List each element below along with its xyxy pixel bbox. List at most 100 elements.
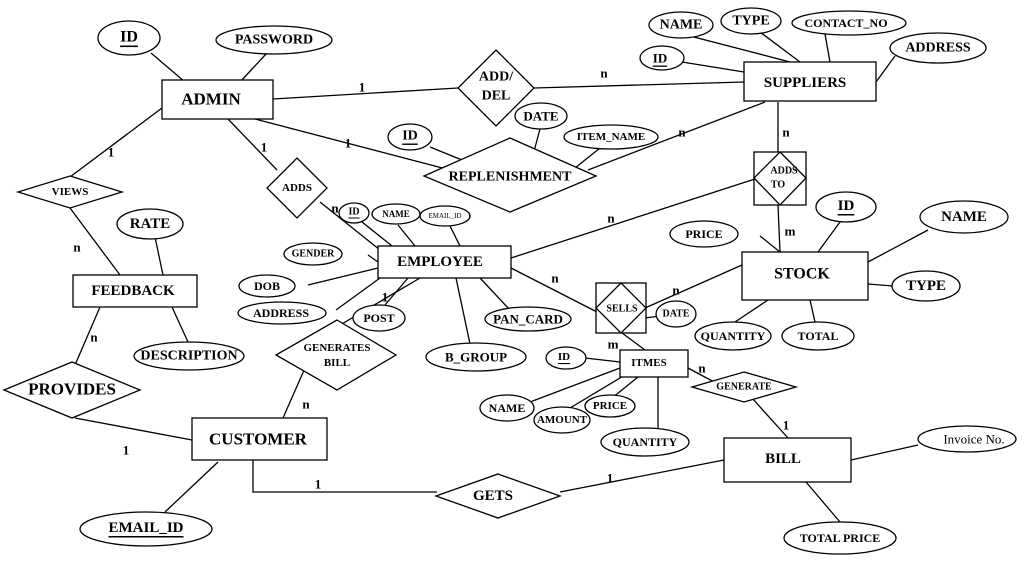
entity-customer: CUSTOMER [191,417,328,461]
line-sup-type [759,31,801,63]
entity-customer-label: CUSTOMER [209,430,308,449]
line-fb-description [171,306,189,343]
line-emp-email [449,225,461,247]
card-cust-gets: 1 [315,477,322,492]
attribute-emp-address: ADDRESS [237,301,327,325]
attribute-sup-id: ID [639,45,685,71]
relationship-sells: SELLS [595,282,647,334]
cardinality-labels: 1 n 1 n 1 n 1 n n m n n n m 1 n n 1 n 1 … [73,66,795,492]
relationship-add-del-label-2: DEL [482,89,511,104]
line-item-amount [569,374,626,409]
card-itmes-generate: n [698,361,706,376]
attribute-admin-id-label: ID [120,29,138,46]
attribute-emp-name: NAME [371,203,421,225]
line-item-id [584,357,621,363]
card-adddel-sup: n [600,66,608,81]
attribute-sup-name-label: NAME [660,18,703,33]
line-admin-adds [227,118,278,171]
card-genbill-cust: n [302,397,310,412]
attribute-bill-invoice-label: Invoice No. [943,432,1004,447]
card-fb-provides: n [90,330,98,345]
line-stock-total [809,299,816,323]
attribute-item-amount: AMOUNT [533,406,591,434]
relationship-adds-label: ADDS [282,182,312,194]
attribute-item-price-label: PRICE [593,400,627,412]
line-sup-id [681,61,745,73]
attribute-emp-post: POST [352,304,406,332]
attribute-fb-rate-label: RATE [130,216,171,232]
attribute-stock-type: TYPE [891,270,961,302]
relationship-provides: PROVIDES [2,361,142,419]
relationship-replenishment: REPLENISHMENT [422,137,598,213]
attribute-sup-address: ADDRESS [889,32,987,64]
card-sells-stock: n [672,283,680,298]
attribute-rep-item-name-label: ITEM_NAME [577,131,645,143]
attribute-emp-id-label: ID [348,207,359,218]
line-emp-genbill [334,277,421,329]
attribute-emp-address-label: ADDRESS [253,306,309,320]
line-cust-email [164,461,219,513]
line-emp-id [361,221,393,247]
line-gets-bill [559,459,725,493]
attribute-sup-contact-label: CONTACT_NO [804,16,887,30]
relationship-views-label: VIEWS [52,186,89,198]
attribute-rep-item-name: ITEM_NAME [563,124,659,150]
line-sells-stock [644,264,743,309]
line-stock-name [867,229,929,263]
relationship-views: VIEWS [15,175,125,209]
line-stock-price [759,235,781,253]
line-fb-rate [154,236,164,276]
attribute-item-price: PRICE [584,394,636,418]
line-admin-replenishment [254,118,451,171]
card-sells-itmes: m [608,337,619,352]
card-admin-views: 1 [108,145,115,160]
attribute-sup-name: NAME [648,11,714,39]
attribute-admin-password-label: PASSWORD [235,33,313,48]
entity-admin: ADMIN [161,79,274,120]
attribute-cust-email-label: EMAIL_ID [108,520,183,536]
attribute-sup-id-label: ID [653,51,667,66]
attribute-fb-description: DESCRIPTION [133,341,245,371]
attribute-bill-total: TOTAL PRICE [783,521,897,555]
line-admin-password [239,52,268,83]
line-sup-name [689,35,791,63]
relationship-generate: GENERATE [689,371,799,403]
line-sells-itmes [621,332,646,351]
line-emp-name [397,224,416,247]
line-admin-id [150,52,186,83]
line-rep-itemname [574,147,601,169]
attribute-emp-dob-label: DOB [254,279,280,293]
line-item-price [611,376,639,399]
attribute-emp-gender: GENDER [283,242,343,266]
entity-employee: EMPLOYEE [377,245,512,279]
line-adddel-suppliers [533,81,745,89]
attribute-stock-type-label: TYPE [906,278,946,294]
attribute-stock-quantity: QUANTITY [694,321,772,351]
connectors [69,31,929,523]
attribute-rep-date: DATE [514,102,568,130]
line-stock-type [867,283,894,287]
attribute-bill-invoice: Invoice No. [917,425,1017,453]
line-fb-provides [74,306,101,366]
attribute-fb-description-label: DESCRIPTION [140,349,237,364]
attribute-emp-id: ID [338,202,370,224]
attribute-item-id-label: ID [558,351,570,363]
relationship-adds-to-label-2: TO [771,180,785,191]
line-admin-adddel [272,87,459,100]
line-stock-id [817,221,841,253]
line-replenishment-suppliers [587,101,766,171]
attribute-stock-quantity-label: QUANTITY [701,329,766,343]
card-adds-emp: n [331,201,339,216]
card-emp-stock: n [607,211,615,226]
entity-stock-label: STOCK [774,266,830,283]
card-admin-adds: 1 [261,140,268,155]
attribute-stock-total: TOTAL [781,321,855,351]
attribute-sup-type-label: TYPE [732,14,769,29]
attribute-sells-date: DATE [655,300,697,328]
entity-suppliers-label: SUPPLIERS [764,75,847,91]
entity-itmes-label: ITMES [631,357,666,369]
line-views-feedback [69,207,121,276]
line-stock-quantity [734,299,769,323]
attribute-emp-name-label: NAME [382,209,410,219]
